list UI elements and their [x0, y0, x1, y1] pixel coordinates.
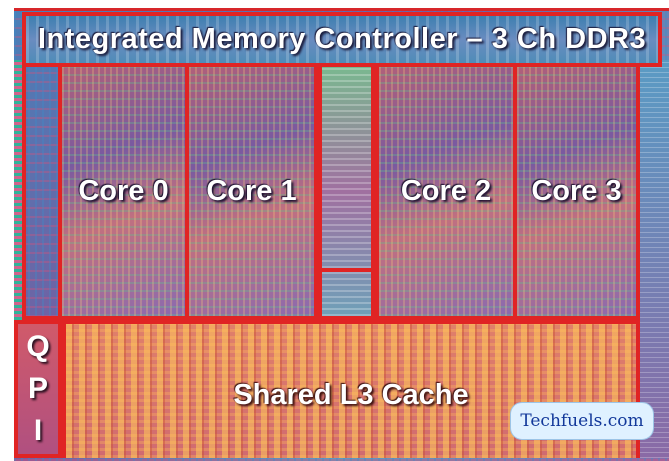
qpi-letter-i: I	[33, 414, 43, 447]
memory-controller-label: Integrated Memory Controller – 3 Ch DDR3	[37, 23, 647, 55]
die-right-edge	[640, 60, 669, 458]
core-0-label: Core 0	[78, 175, 169, 207]
watermark-badge: Techfuels.com	[510, 402, 654, 440]
l3-cache-label: Shared L3 Cache	[233, 378, 469, 411]
core-1-region: Core 1	[185, 67, 318, 316]
core-3-region: Core 3	[513, 67, 640, 316]
core-2-label: Core 2	[400, 175, 492, 207]
core-1-label: Core 1	[206, 175, 297, 207]
uncore-center-region	[318, 67, 375, 316]
core-2-region: Core 2	[375, 67, 517, 316]
uncore-center-divider	[322, 268, 371, 317]
die-left-edge	[14, 60, 24, 320]
watermark-text: Techfuels.com	[520, 411, 644, 431]
core-3-label: Core 3	[531, 175, 622, 207]
qpi-region: Q P I	[14, 320, 62, 458]
memory-controller-region: Integrated Memory Controller – 3 Ch DDR3	[22, 12, 662, 67]
qpi-letter-p: P	[27, 372, 48, 405]
core-0-region: Core 0	[58, 67, 189, 316]
qpi-letter-q: Q	[26, 330, 50, 363]
